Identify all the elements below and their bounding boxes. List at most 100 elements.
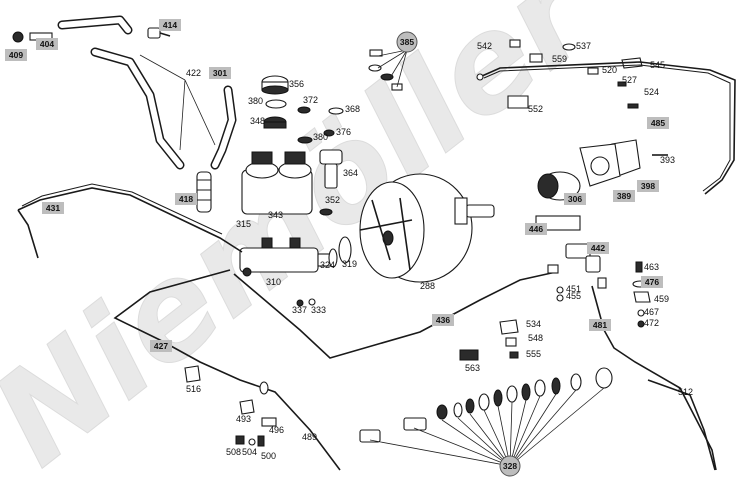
hose-422-lower bbox=[90, 47, 185, 170]
fitting-436 bbox=[547, 264, 559, 274]
part-label-310: 310 bbox=[266, 277, 281, 287]
part-label-343: 343 bbox=[268, 210, 283, 220]
callout-box-text: 485 bbox=[651, 118, 665, 128]
callout-box-text: 476 bbox=[645, 277, 659, 287]
clamp-563 bbox=[459, 349, 479, 361]
callout-box-436: 436 bbox=[432, 314, 454, 326]
svg-text:Niemöller: Niemöller bbox=[0, 0, 623, 495]
seal-324 bbox=[328, 248, 338, 268]
callout-box-text: 481 bbox=[593, 320, 607, 330]
nut-508 bbox=[235, 435, 245, 445]
callout-box-476: 476 bbox=[641, 276, 663, 288]
clip-516 bbox=[184, 365, 201, 383]
part-label-356: 356 bbox=[289, 79, 304, 89]
part-label-493: 493 bbox=[236, 414, 251, 424]
callout-box-389: 389 bbox=[613, 190, 635, 202]
washer-333 bbox=[308, 298, 316, 306]
part-label-455: 455 bbox=[566, 291, 581, 301]
clip-534 bbox=[499, 319, 519, 335]
washer-380 bbox=[265, 99, 287, 109]
hose-301 bbox=[210, 85, 237, 170]
part-label-451: 451 bbox=[566, 284, 581, 294]
part-label-333: 333 bbox=[311, 305, 326, 315]
part-label-512: 512 bbox=[678, 387, 693, 397]
fitting-481 bbox=[597, 277, 607, 289]
nut-337 bbox=[296, 299, 304, 307]
clip-496 bbox=[261, 417, 277, 427]
part-label-288: 288 bbox=[420, 281, 435, 291]
sender-364 bbox=[319, 149, 343, 189]
callout-circle-385: 385 bbox=[396, 31, 418, 53]
seal-380b bbox=[297, 136, 313, 144]
callout-box-text: 301 bbox=[213, 68, 227, 78]
nut-527 bbox=[617, 81, 627, 87]
bracket-542 bbox=[509, 39, 521, 48]
part-label-459: 459 bbox=[654, 294, 669, 304]
part-label-516: 516 bbox=[186, 384, 201, 394]
part-label-559: 559 bbox=[552, 54, 567, 64]
part-label-537: 537 bbox=[576, 41, 591, 51]
leader-328 bbox=[369, 387, 605, 467]
ring-376 bbox=[323, 129, 335, 137]
washer-537 bbox=[562, 43, 576, 51]
pipe-512 bbox=[647, 379, 716, 471]
part-label-542: 542 bbox=[477, 41, 492, 51]
callout-box-427: 427 bbox=[150, 340, 172, 352]
part-label-319: 319 bbox=[342, 259, 357, 269]
part-label-504: 504 bbox=[242, 447, 257, 457]
bolt-524 bbox=[627, 103, 639, 109]
callout-box-301: 301 bbox=[209, 67, 231, 79]
part-label-508: 508 bbox=[226, 447, 241, 457]
callout-circle-328: 328 bbox=[499, 455, 521, 477]
clip-548 bbox=[505, 337, 517, 347]
callout-box-text: 389 bbox=[617, 191, 631, 201]
part-label-520: 520 bbox=[602, 65, 617, 75]
part-label-352: 352 bbox=[325, 195, 340, 205]
callout-box-306: 306 bbox=[564, 193, 586, 205]
bracket-493 bbox=[239, 399, 255, 415]
callout-circle-text: 328 bbox=[503, 461, 517, 471]
callout-box-text: 404 bbox=[40, 39, 54, 49]
part-label-472: 472 bbox=[644, 318, 659, 328]
part-label-348: 348 bbox=[250, 116, 265, 126]
fitting-427 bbox=[259, 381, 269, 395]
part-label-496: 496 bbox=[269, 425, 284, 435]
part-label-422: 422 bbox=[186, 68, 201, 78]
part-label-524: 524 bbox=[644, 87, 659, 97]
fitting-451 bbox=[556, 286, 564, 294]
nut-472 bbox=[637, 320, 645, 328]
bolt-500 bbox=[257, 435, 265, 447]
part-label-315: 315 bbox=[236, 219, 251, 229]
part-label-393: 393 bbox=[660, 155, 675, 165]
brake-booster-288 bbox=[359, 173, 495, 283]
part-label-548: 548 bbox=[528, 333, 543, 343]
callout-box-404: 404 bbox=[36, 38, 58, 50]
part-label-380: 380 bbox=[313, 132, 328, 142]
pipe-485 bbox=[481, 61, 736, 195]
part-label-337: 337 bbox=[292, 305, 307, 315]
callout-box-text: 427 bbox=[154, 341, 168, 351]
part-label-552: 552 bbox=[528, 104, 543, 114]
part-label-500: 500 bbox=[261, 451, 276, 461]
callout-box-431: 431 bbox=[42, 202, 64, 214]
part-label-372: 372 bbox=[303, 95, 318, 105]
label-layer: 4144044093014184314274364853983893064464… bbox=[5, 19, 693, 477]
callout-circle-text: 385 bbox=[400, 37, 414, 47]
callout-box-414: 414 bbox=[159, 19, 181, 31]
part-label-324: 324 bbox=[320, 260, 335, 270]
pipe-436 bbox=[233, 271, 557, 359]
leader-385 bbox=[377, 49, 408, 88]
screw-555 bbox=[509, 351, 519, 359]
valve-414 bbox=[147, 27, 171, 39]
clip-520 bbox=[587, 67, 599, 75]
plug-352 bbox=[319, 208, 333, 216]
hose-422-upper bbox=[57, 15, 133, 35]
pipe-431 bbox=[17, 187, 243, 259]
part-label-380: 380 bbox=[248, 96, 263, 106]
callout-box-text: 418 bbox=[179, 194, 193, 204]
ring-368 bbox=[328, 107, 344, 115]
callout-box-398: 398 bbox=[637, 180, 659, 192]
part-label-463: 463 bbox=[644, 262, 659, 272]
